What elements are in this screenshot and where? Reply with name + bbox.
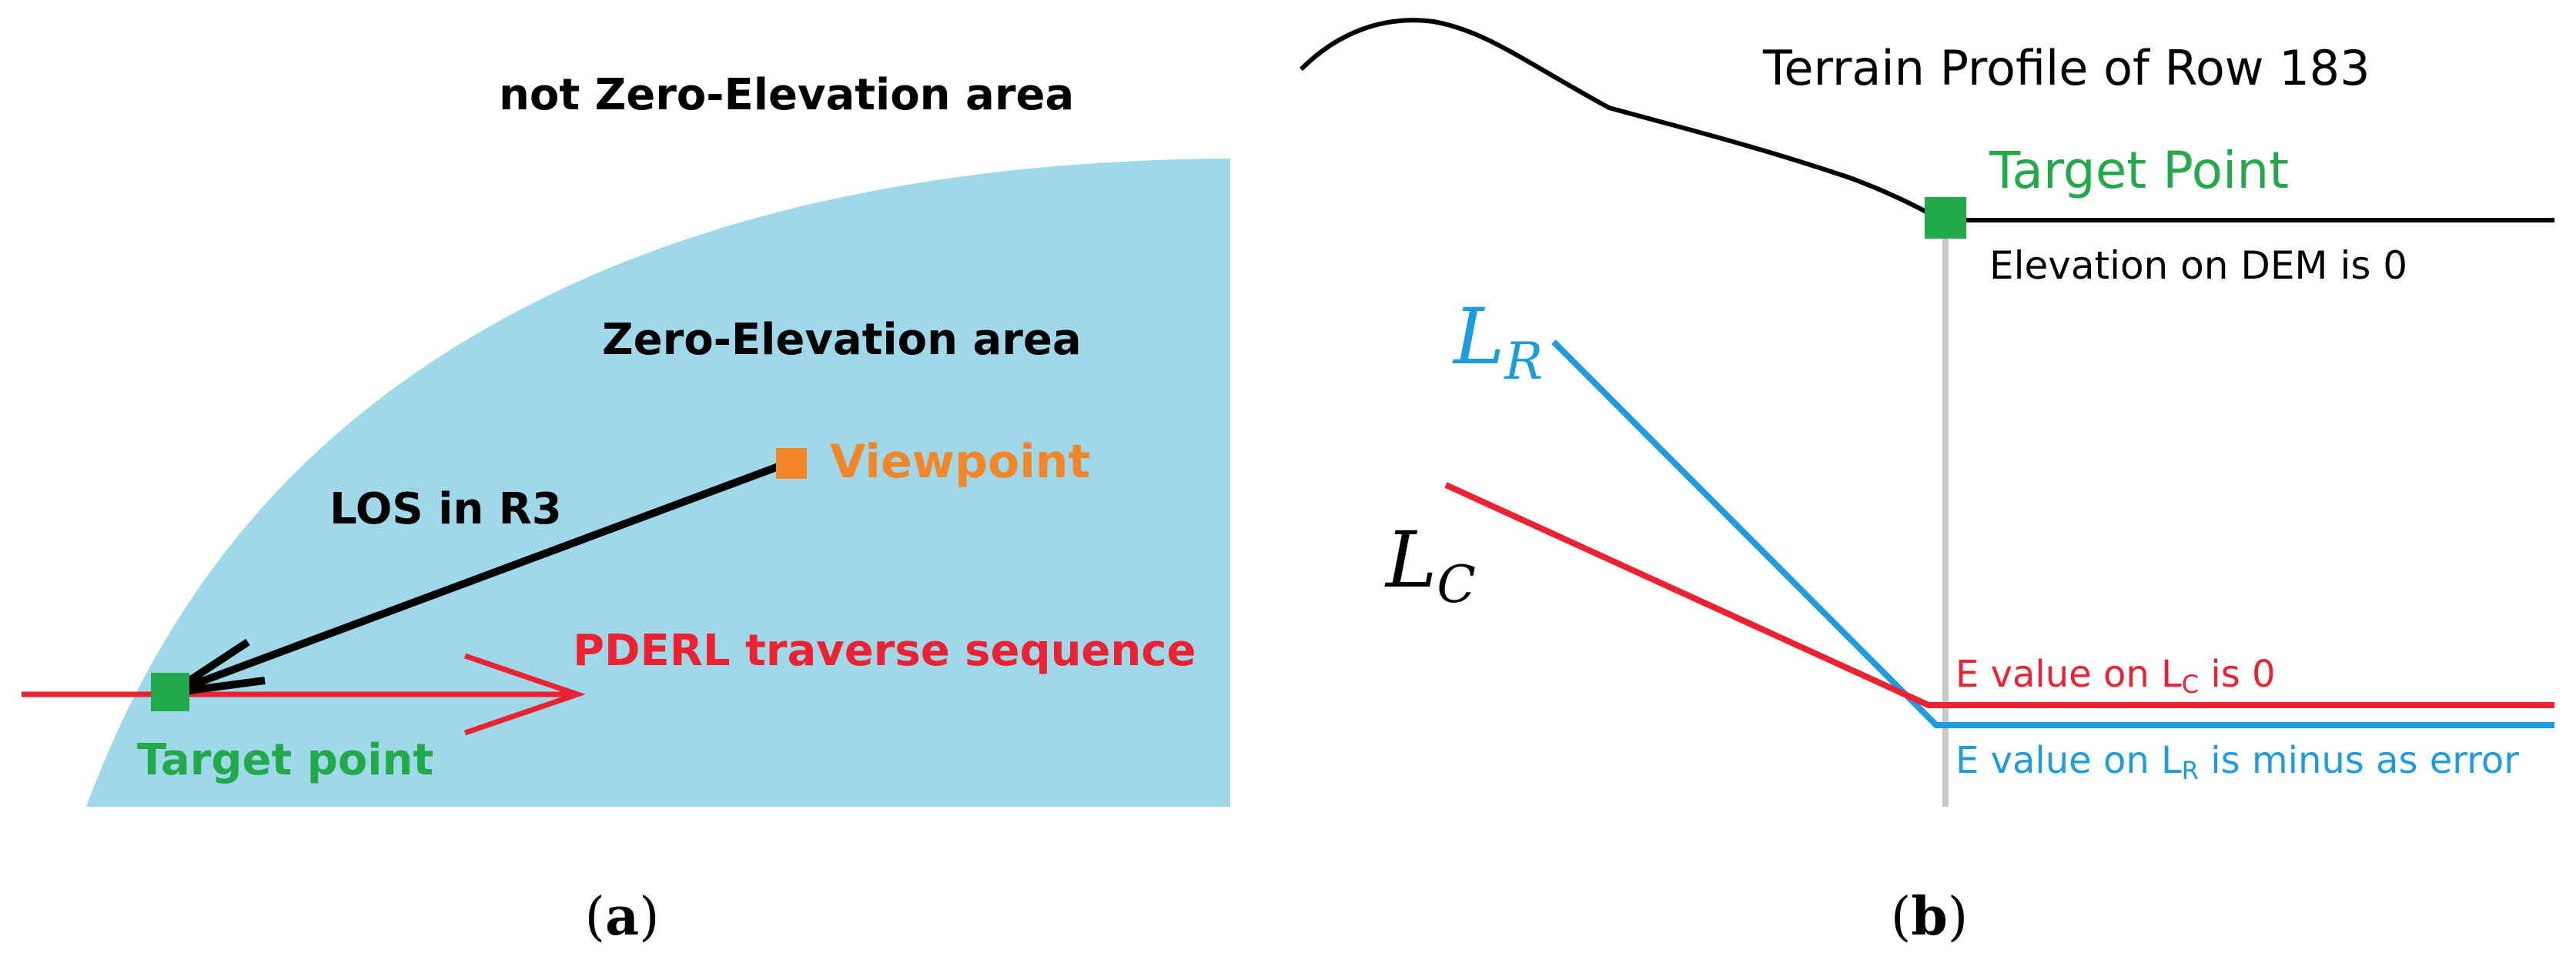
lr-line: [1551, 339, 2554, 728]
e-value-lr-label: E value on LR is minus as error: [1955, 739, 2519, 785]
e-value-lc-label: E value on LC is 0: [1955, 653, 2276, 699]
viewpoint-label: Viewpoint: [830, 435, 1090, 489]
zero-elevation-region: [86, 159, 1230, 807]
caption-b: (b): [1891, 886, 1969, 948]
caption-a: (a): [584, 886, 659, 948]
los-label: LOS in R3: [330, 484, 562, 534]
target-point-label: Target point: [137, 735, 433, 785]
lc-label: LC: [1384, 515, 1476, 614]
target-point-marker: [151, 673, 189, 711]
lr-label: LR: [1452, 292, 1543, 391]
pderl-label: PDERL traverse sequence: [573, 626, 1196, 676]
target-point-label-b: Target Point: [1989, 141, 2289, 200]
viewpoint-marker: [776, 448, 807, 479]
zero-elevation-label: Zero-Elevation area: [602, 315, 1082, 365]
panel-a: not Zero-Elevation area Zero-Elevation a…: [22, 70, 1230, 948]
terrain-profile-line: [1299, 18, 2554, 222]
lc-line: [1444, 482, 2554, 708]
pderl-arrow: [22, 653, 586, 736]
panel-b: Terrain Profile of Row 183 Target Point …: [1299, 18, 2554, 948]
elevation-note: Elevation on DEM is 0: [1989, 243, 2407, 288]
target-point-marker-b: [1925, 197, 1966, 239]
not-zero-elevation-label: not Zero-Elevation area: [499, 70, 1074, 120]
terrain-profile-title: Terrain Profile of Row 183: [1762, 40, 2370, 96]
